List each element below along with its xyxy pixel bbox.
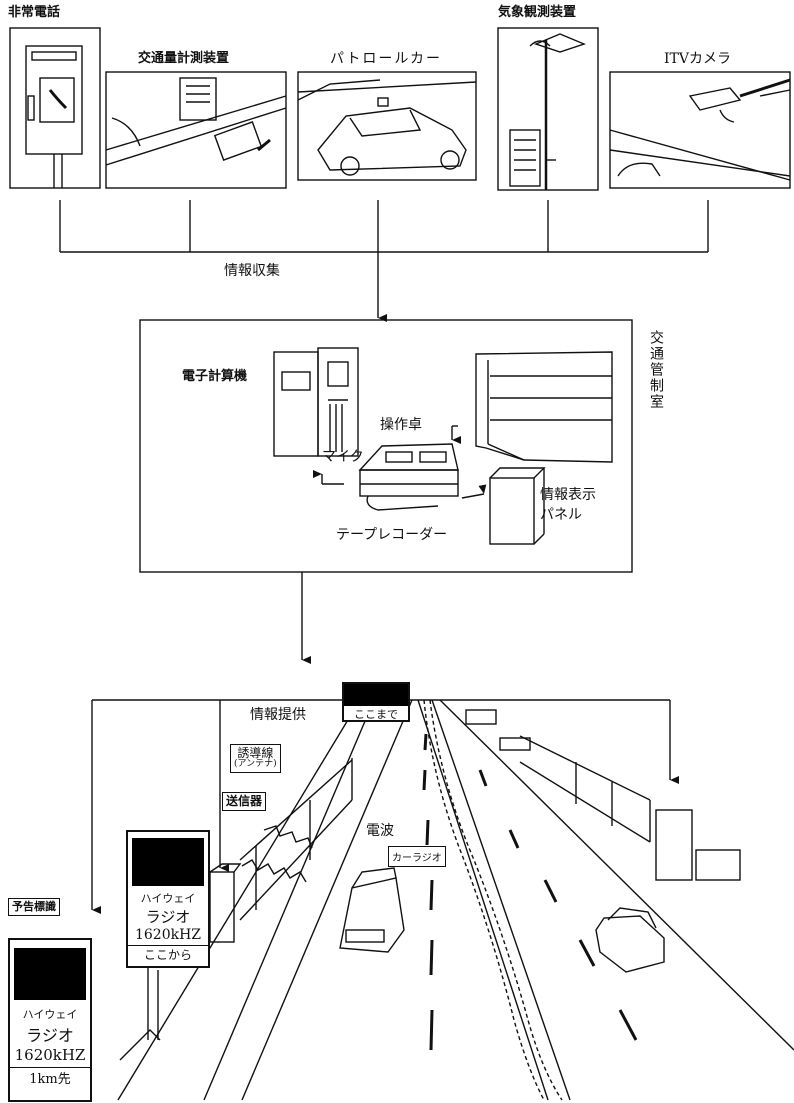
provision-label: 情報提供 xyxy=(250,708,306,722)
car-radio-label: カーラジオ xyxy=(388,846,446,867)
itv-camera-illustration xyxy=(610,80,790,180)
traffic-counter-frame xyxy=(106,72,286,188)
patrol-car-illustration xyxy=(298,80,476,175)
weather-station-frame xyxy=(498,28,598,190)
end-sign-text: ここまで xyxy=(344,706,408,722)
advance-sign-bottom: 1km先 xyxy=(10,1067,90,1087)
main-sign-line1: ハイウェイ xyxy=(128,890,208,906)
traffic-counter-illustration xyxy=(106,78,286,165)
traffic-counter-label: 交通量計測装置 xyxy=(138,52,229,65)
transmitter-label: 送信器 xyxy=(222,792,266,811)
sign-wave-icon xyxy=(132,838,204,886)
collection-label: 情報収集 xyxy=(224,264,280,278)
main-sign-line2: ラジオ xyxy=(128,906,208,927)
antenna-label: 誘導線 (アンテナ) xyxy=(230,744,281,773)
computer-label: 電子計算機 xyxy=(182,370,247,383)
advance-radio-sign: ハイウェイ ラジオ 1620kHZ 1km先 xyxy=(8,938,92,1102)
console-label: 操作卓 xyxy=(380,418,422,432)
emergency-phone-label: 非常電話 xyxy=(8,6,60,19)
patrol-car-frame xyxy=(298,72,476,180)
mic-label: マイク xyxy=(322,450,364,464)
panel-label-1: 情報表示 xyxy=(540,488,596,502)
sign-wave-icon xyxy=(344,684,408,706)
panel-label-2: パネル xyxy=(540,508,582,522)
advance-sign-line2: ラジオ xyxy=(10,1022,90,1046)
sign-wave-icon xyxy=(14,948,86,1000)
advance-sign-line1: ハイウェイ xyxy=(10,1006,90,1022)
end-sign: ここまで xyxy=(342,682,410,722)
control-room-title: 交通管制室 xyxy=(646,330,666,410)
main-sign-line3: 1620kHZ xyxy=(128,927,208,943)
emergency-phone-illustration xyxy=(26,46,82,188)
itv-camera-label: ITVカメラ xyxy=(664,52,731,66)
main-radio-sign: ハイウェイ ラジオ 1620kHZ ここから xyxy=(126,830,210,968)
weather-station-label: 気象観測装置 xyxy=(498,6,576,19)
advance-sign-line3: 1620kHZ xyxy=(10,1046,90,1064)
patrol-car-label: パトロールカー xyxy=(330,52,442,66)
radio-wave-label: 電波 xyxy=(366,824,394,838)
advance-sign-label: 予告標識 xyxy=(8,898,60,916)
collection-lines xyxy=(60,200,708,318)
antenna-label-2: (アンテナ) xyxy=(234,760,277,770)
main-sign-bottom: ここから xyxy=(128,945,208,963)
recorder-label: テープレコーダー xyxy=(336,528,447,542)
weather-station-illustration xyxy=(510,34,584,190)
